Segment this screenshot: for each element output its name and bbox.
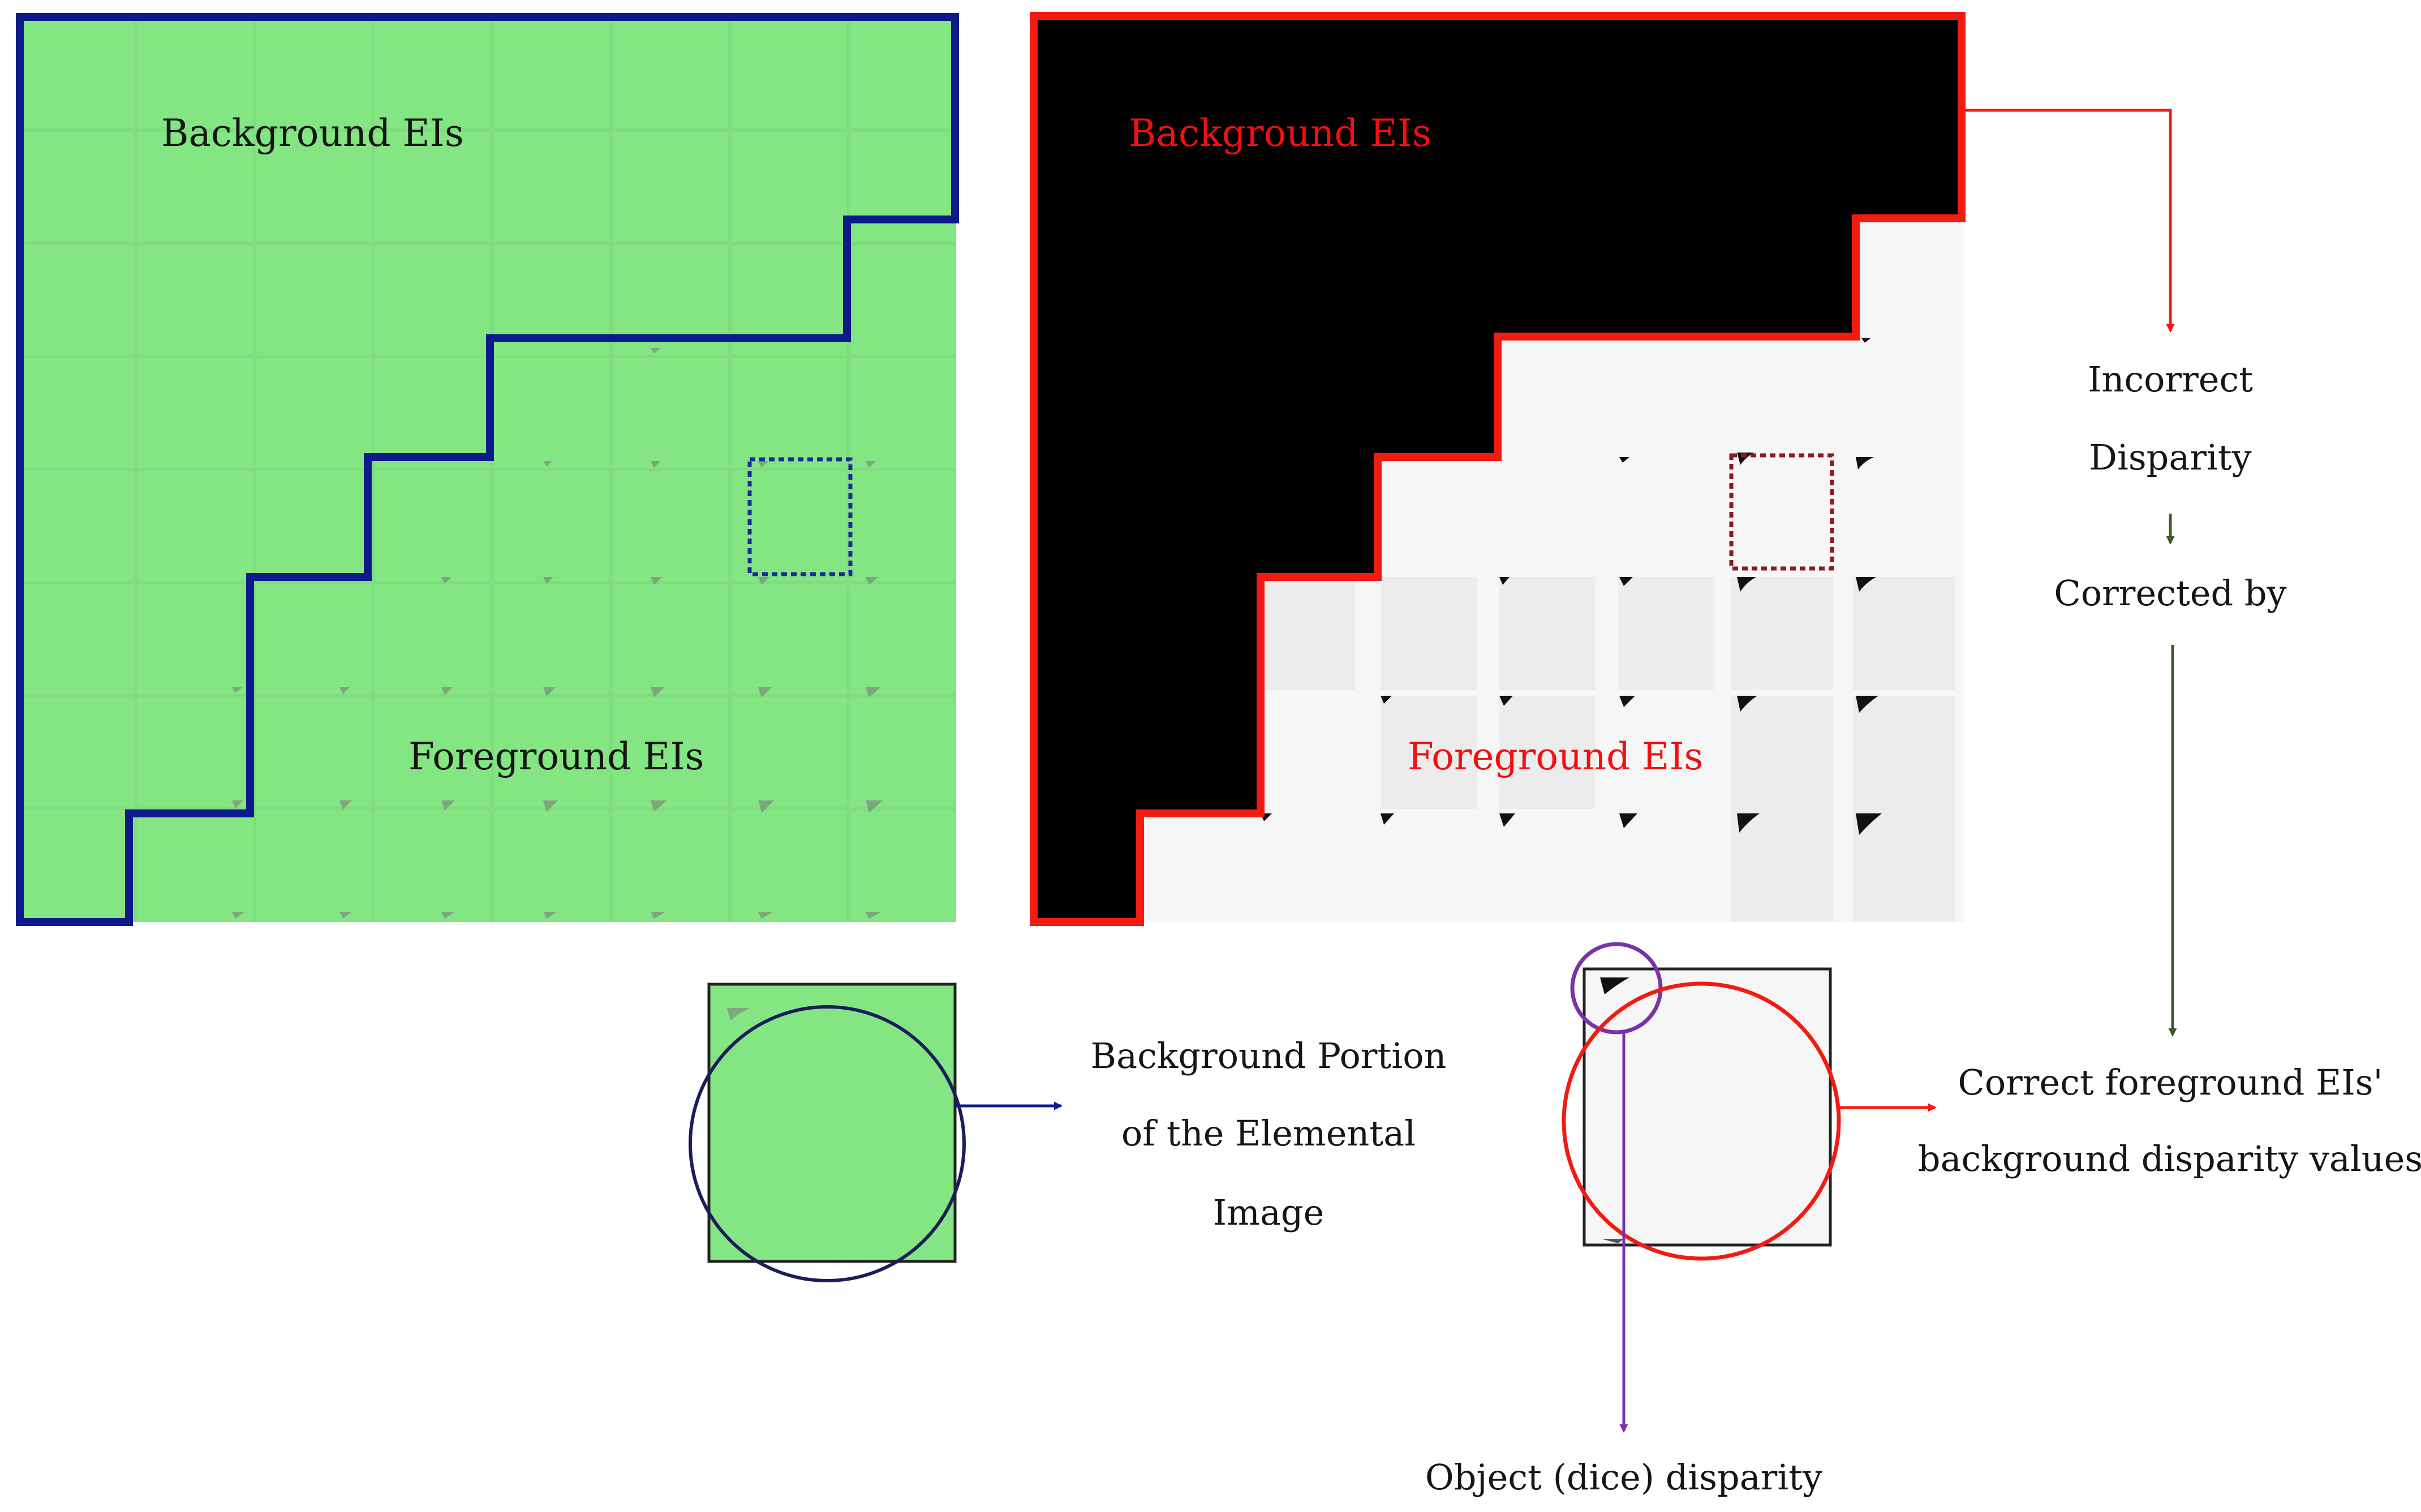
- right-background-label: Background EIs: [1129, 111, 1431, 155]
- left-panel: Background EIs Foreground EIs: [16, 13, 959, 926]
- red-arrow-to-incorrect: [1963, 109, 2175, 333]
- incorrect-disparity-flow: Incorrect Disparity Corrected by: [1963, 109, 2287, 1037]
- right-panel: Background EIs Foreground EIs: [1030, 12, 1966, 926]
- correct-line1: Correct foreground EIs': [1958, 1062, 2383, 1103]
- background-disparity-circle: [1562, 981, 1841, 1261]
- left-background-boundary: [16, 13, 959, 926]
- left-foreground-label: Foreground EIs: [408, 735, 704, 778]
- right-dice-marks: [1261, 338, 1882, 835]
- right-background-boundary: [1030, 12, 1966, 926]
- object-disparity-label: Object (dice) disparity: [1425, 1457, 1822, 1498]
- right-selected-ei-box: [1729, 453, 1834, 571]
- green-inset-dice-mark: [727, 1008, 750, 1020]
- right-foreground-label: Foreground EIs: [1408, 735, 1703, 778]
- right-ei-shading: [1259, 577, 1955, 922]
- corrected-by-label: Corrected by: [2054, 572, 2286, 614]
- left-dice-marks: [232, 348, 883, 919]
- left-selected-ei-box: [747, 457, 853, 576]
- disparity-inset-dice-mark: [1600, 977, 1629, 994]
- disparity-inset-bottom-mark: [1601, 1239, 1624, 1243]
- incorrect-label: Incorrect: [2088, 359, 2253, 400]
- green-ei-inset: Background Portion of the Elemental Imag…: [689, 983, 1447, 1282]
- disparity-label: Disparity: [2089, 437, 2251, 478]
- right-background-region: [1031, 14, 1963, 922]
- left-background-label: Background EIs: [161, 111, 464, 155]
- background-portion-circle: [689, 1005, 966, 1282]
- correct-line2: background disparity values: [1918, 1138, 2421, 1179]
- green-inset-square: [707, 983, 957, 1263]
- bg-portion-line1: Background Portion: [1091, 1035, 1447, 1076]
- disparity-ei-inset: Correct foreground EIs' background dispa…: [1425, 942, 2421, 1498]
- bg-portion-line3: Image: [1213, 1192, 1325, 1233]
- bg-portion-line2: of the Elemental: [1121, 1113, 1416, 1154]
